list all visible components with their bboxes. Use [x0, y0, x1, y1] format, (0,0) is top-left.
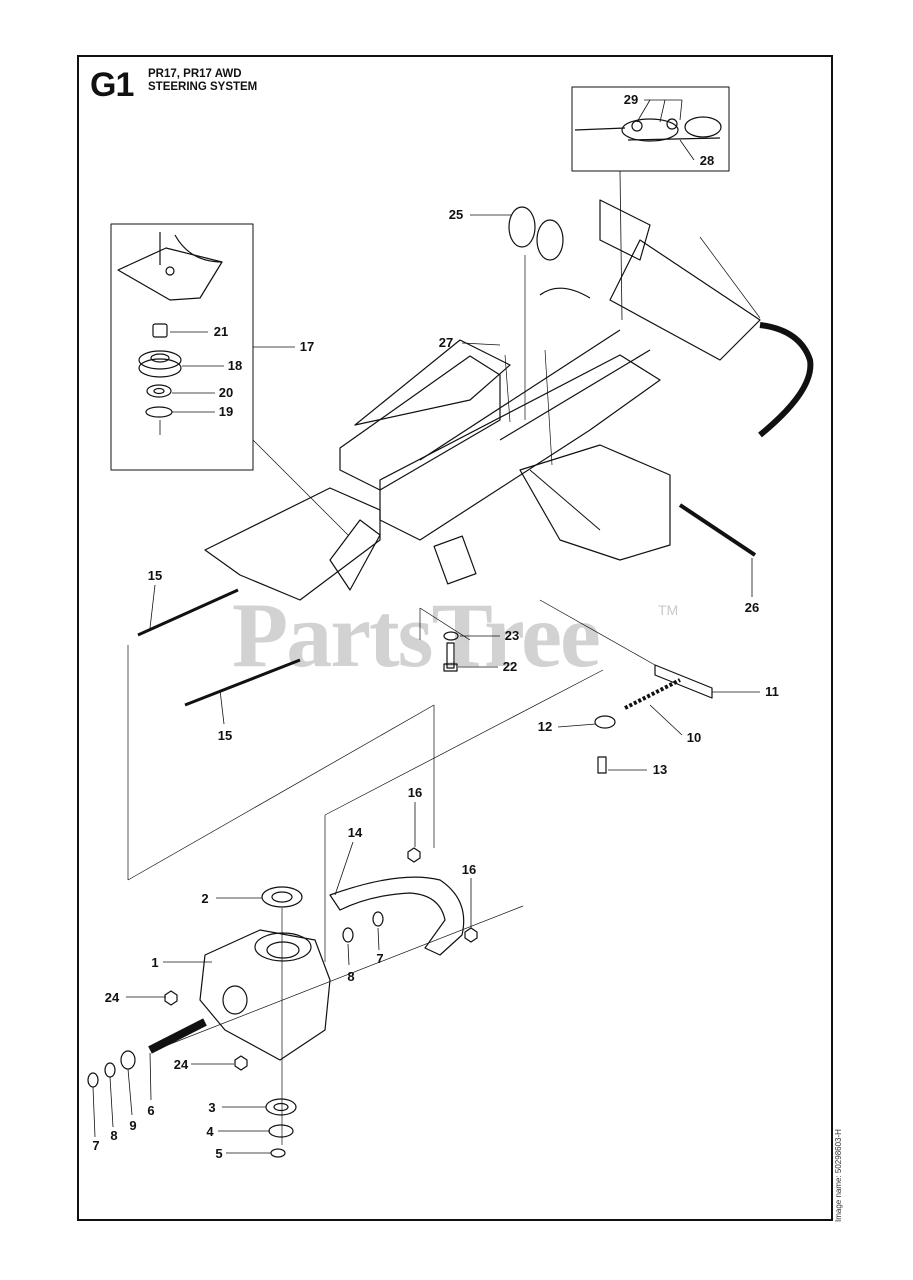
- part-label-1: 1: [151, 955, 158, 970]
- part-label-7-b: 7: [92, 1138, 99, 1153]
- nut-16-b: [464, 927, 478, 943]
- part-label-20: 20: [219, 385, 233, 400]
- image-name: Image name: 50298603-H: [834, 1129, 843, 1222]
- pulley-18: [138, 350, 182, 378]
- pulley-plate: [117, 232, 223, 301]
- washer-5: [270, 1148, 286, 1158]
- snap-ring-7-b: [87, 1072, 99, 1088]
- bracket-14: [329, 876, 465, 956]
- snap-ring-7-a: [372, 911, 384, 927]
- section-code: G1: [90, 66, 134, 104]
- part-label-21: 21: [214, 324, 228, 339]
- washer-8-b: [104, 1062, 116, 1078]
- watermark: PartsTree: [232, 584, 601, 686]
- part-label-11: 11: [765, 684, 779, 699]
- part-label-26: 26: [745, 600, 759, 615]
- part-label-27: 27: [439, 335, 453, 350]
- part-label-24-b: 24: [174, 1057, 189, 1072]
- part-label-10: 10: [687, 730, 701, 745]
- part-label-17: 17: [300, 339, 314, 354]
- bearing-2: [261, 886, 303, 908]
- nut-16-a: [407, 847, 421, 863]
- bolt-22: [443, 642, 458, 672]
- bearing-3: [265, 1098, 297, 1116]
- watermark-trademark: TM: [658, 602, 679, 618]
- section-header: PR17, PR17 AWD STEERING SYSTEM: [148, 68, 257, 94]
- model-name: PR17, PR17 AWD: [148, 68, 242, 80]
- part-label-14: 14: [348, 825, 363, 840]
- snap-ring-19: [145, 406, 173, 418]
- part-label-19: 19: [219, 404, 233, 419]
- inset-box-chain: [571, 86, 730, 172]
- rod-15-lower: [184, 658, 301, 707]
- part-label-18: 18: [228, 358, 242, 373]
- link-12: [594, 715, 616, 729]
- shaft-6: [148, 1018, 207, 1054]
- diagram-frame: [77, 55, 833, 1221]
- part-label-8-b: 8: [110, 1128, 117, 1143]
- chassis-frame: [204, 199, 814, 601]
- part-label-28: 28: [700, 153, 714, 168]
- part-label-8-a: 8: [347, 969, 354, 984]
- bearing-20: [146, 384, 172, 398]
- nut-24-b: [234, 1055, 248, 1071]
- part-label-15-lower: 15: [218, 728, 232, 743]
- rod-15-upper: [137, 588, 239, 637]
- part-label-4: 4: [206, 1124, 214, 1139]
- part-label-7-a: 7: [376, 951, 383, 966]
- pulley-25: [508, 206, 564, 261]
- part-label-13: 13: [653, 762, 667, 777]
- snap-ring-4: [268, 1124, 294, 1138]
- part-label-3: 3: [208, 1100, 215, 1115]
- part-label-22: 22: [503, 659, 517, 674]
- chain-link-detail: [574, 116, 722, 142]
- part-label-23: 23: [505, 628, 519, 643]
- part-label-2: 2: [201, 891, 208, 906]
- part-label-25: 25: [449, 207, 463, 222]
- inset-box-pulley: [110, 223, 254, 471]
- part-label-6: 6: [147, 1103, 154, 1118]
- part-label-24-a: 24: [105, 990, 120, 1005]
- part-label-29: 29: [624, 92, 638, 107]
- part-label-9: 9: [129, 1118, 136, 1133]
- shaft-26: [678, 503, 757, 557]
- part-label-5: 5: [215, 1146, 222, 1161]
- washer-8-a: [342, 927, 354, 943]
- part-label-16-a: 16: [408, 785, 422, 800]
- washer-23: [443, 631, 459, 641]
- spring-10: [624, 678, 681, 710]
- part-label-16-b: 16: [462, 862, 476, 877]
- gear-housing-1: [199, 929, 331, 1061]
- part-label-15-upper: 15: [148, 568, 162, 583]
- section-title: STEERING SYSTEM: [148, 81, 258, 93]
- nut-24-a: [164, 990, 178, 1006]
- plate-11: [654, 664, 713, 699]
- part-label-12: 12: [538, 719, 552, 734]
- spacer-21: [152, 323, 168, 338]
- bushing-9: [120, 1050, 136, 1070]
- bolt-13: [597, 756, 607, 774]
